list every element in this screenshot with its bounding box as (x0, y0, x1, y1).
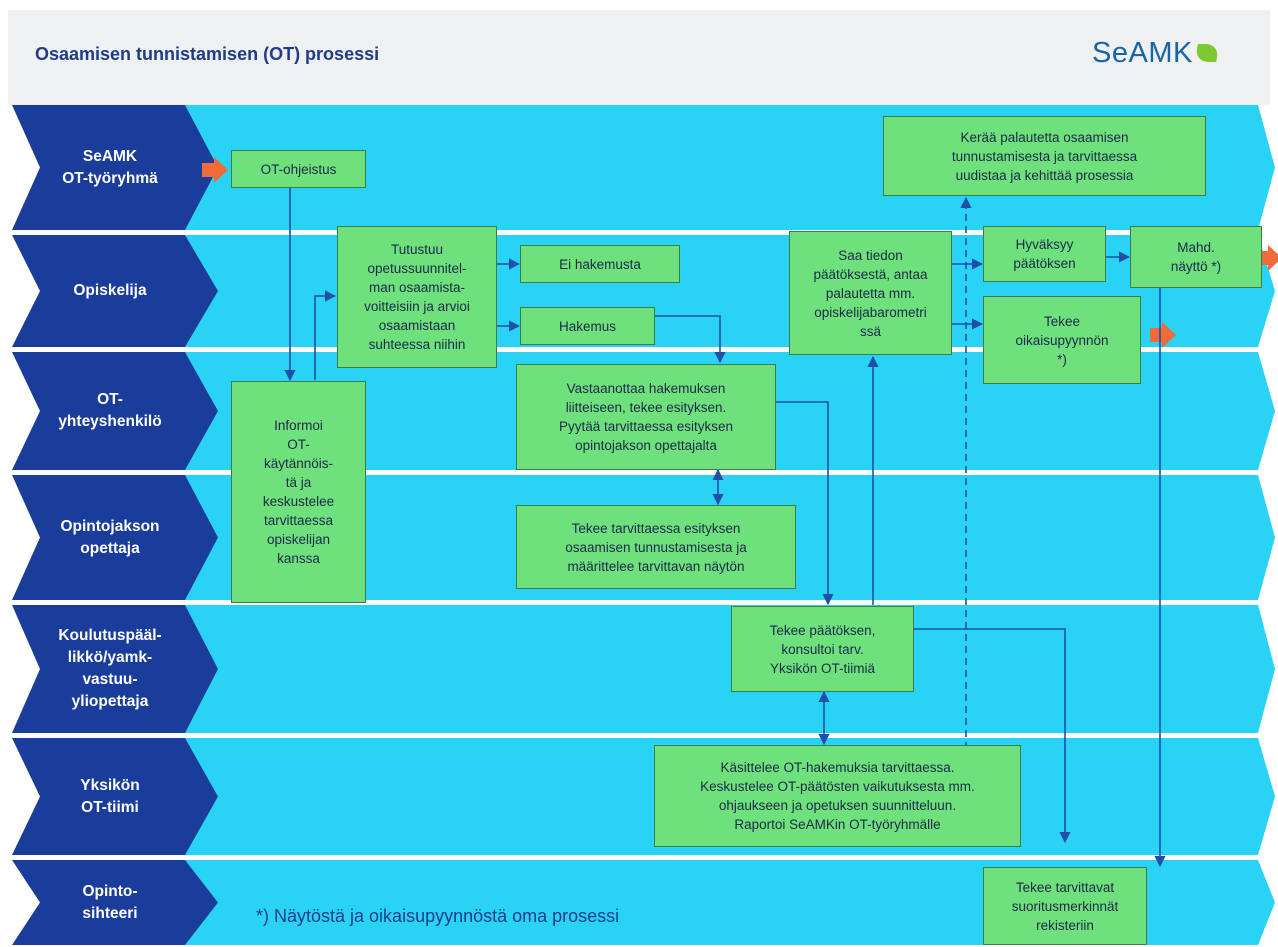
lane-label-opiskelija: Opiskelija (73, 282, 147, 299)
oikaisu-arrow-icon (1150, 322, 1176, 348)
box-informoi: Informoi OT- käytännöis- tä ja keskustel… (231, 381, 366, 603)
lane-chevron-opettaja (12, 475, 218, 600)
box-tekee-esitys: Tekee tarvittaessa esityksen osaamisen t… (516, 505, 796, 589)
lane-chevron-opintosihteeri (12, 860, 218, 945)
start-arrow-icon (202, 157, 228, 183)
connector-hakemus-vastaanottaa (655, 315, 726, 364)
box-vastaanottaa: Vastaanottaa hakemuksen liitteiseen, tek… (516, 364, 776, 470)
box-tutustuu: Tutustuu opetussuunnitel- man osaamista-… (337, 226, 497, 368)
lane-chevron-yhteyshenkilo (12, 352, 218, 470)
box-hakemus: Hakemus (520, 307, 655, 345)
lane-chevron-yksikon (12, 738, 218, 855)
connector-paatos-yksikon (914, 628, 1071, 844)
box-hyvaksyy: Hyväksyy päätöksen (983, 226, 1106, 282)
page-title: Osaamisen tunnistamisen (OT) prosessi (35, 44, 380, 64)
box-saa-tiedon: Saa tiedon päätöksestä, antaa palautetta… (789, 231, 952, 355)
lane-chevron-seamk (12, 105, 218, 230)
box-kasittelee: Käsittelee OT-hakemuksia tarvittaessa. K… (654, 745, 1021, 847)
lane-label-yhteyshenkilo: OT- yhteyshenkilö (58, 391, 162, 430)
lane-chevron-opiskelija (12, 235, 218, 347)
box-keraa-palautetta: Kerää palautetta osaamisen tunnustamises… (883, 116, 1206, 196)
box-tekee-paatos: Tekee päätöksen, konsultoi tarv. Yksikön… (731, 606, 914, 692)
lane-label-seamk: SeAMK OT-työryhmä (62, 147, 158, 187)
lane-label-opintosihteeri: Opinto- sihteeri (82, 882, 138, 922)
footnote: *) Näytöstä ja oikaisupyynnöstä oma pros… (256, 906, 620, 926)
header-panel (8, 10, 1270, 105)
box-ot-ohjeistus: OT-ohjeistus (231, 150, 366, 188)
lane-chevron-koulutuspaallikko (12, 605, 218, 733)
lane-label-koulutuspaallikko: Koulutuspääl- likkö/yamk- vastuu- yliope… (58, 627, 162, 710)
leaf-icon (1193, 44, 1220, 62)
lane-band-koulutuspaallikko (180, 605, 1275, 733)
connector-informoi-tutustuu (314, 290, 337, 380)
box-mahd-naytto: Mahd. näyttö *) (1130, 226, 1262, 288)
lane-label-yksikon: Yksikön OT-tiimi (80, 776, 140, 816)
logo-text: SeAMK (1092, 36, 1193, 69)
connector-vastaanottaa-paatos (776, 401, 834, 606)
box-tekee-oikaisu: Tekee oikaisupyynnön *) (983, 296, 1141, 384)
box-ei-hakemusta: Ei hakemusta (520, 245, 680, 283)
logo: SeAMK (1092, 36, 1220, 70)
box-suoritusmerkinnat: Tekee tarvittavat suoritusmerkinnät reki… (983, 867, 1147, 945)
lane-label-opettaja: Opintojakson opettaja (60, 517, 160, 557)
